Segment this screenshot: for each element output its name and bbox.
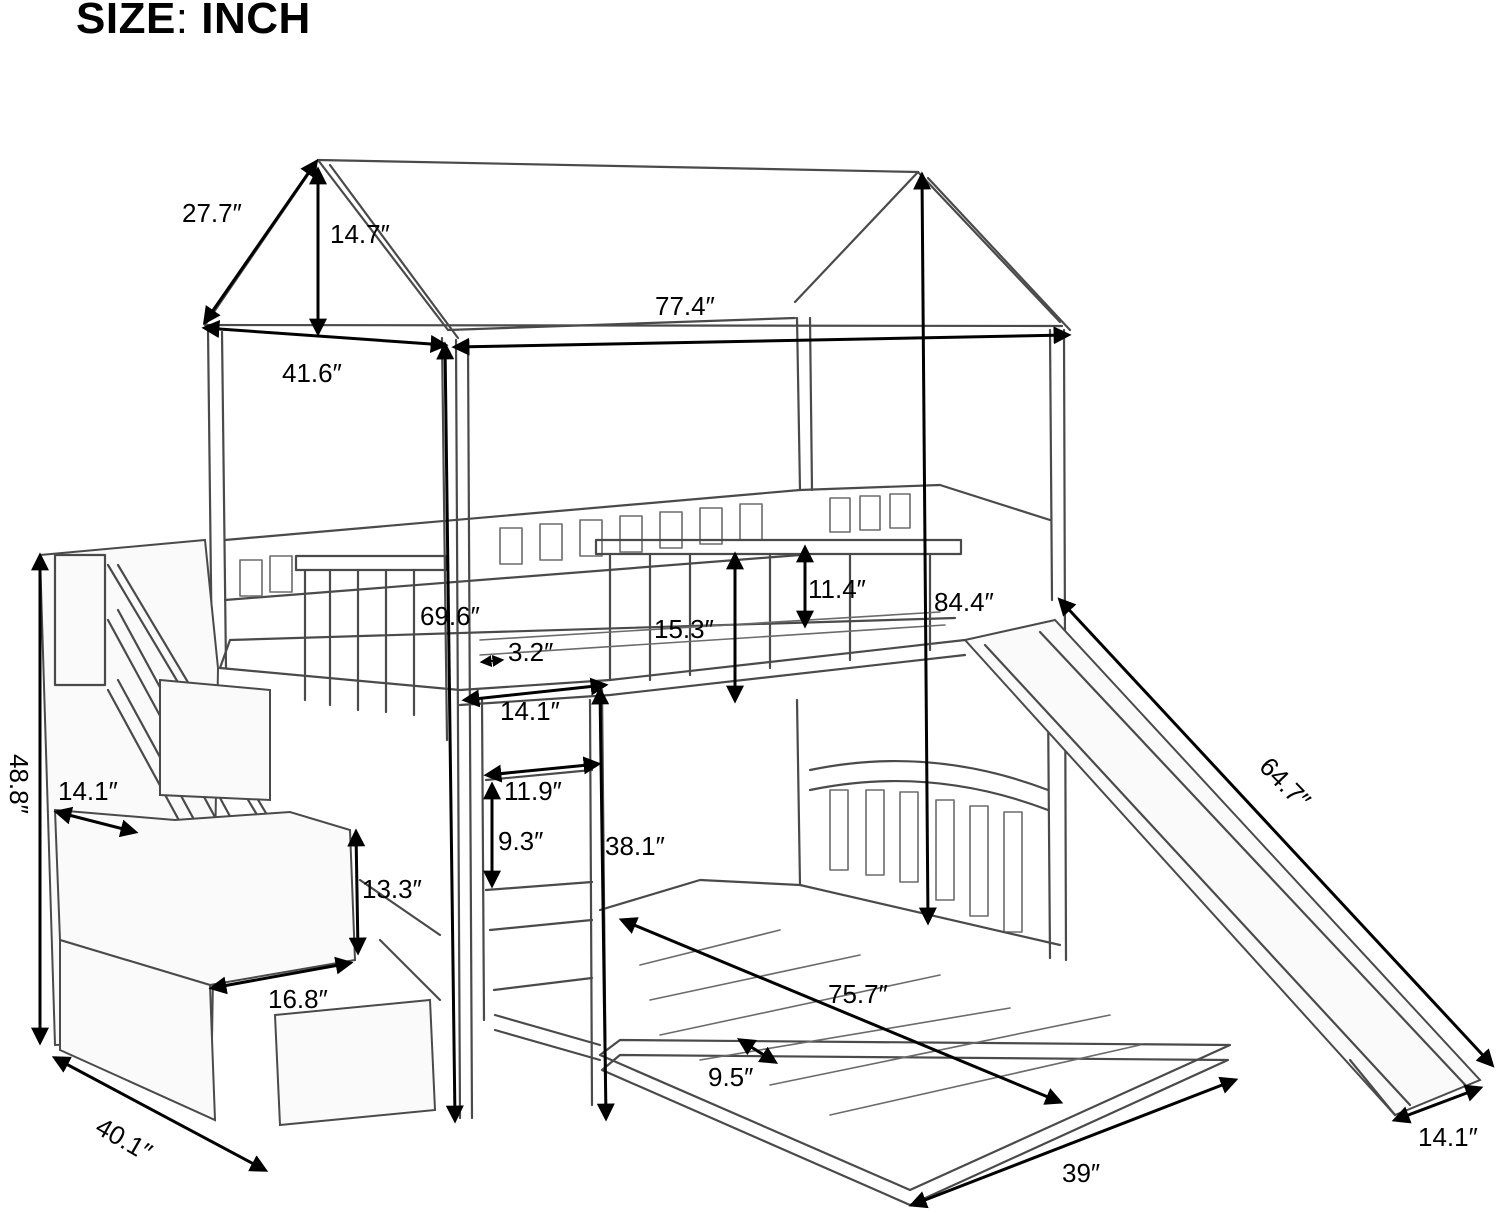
roof-frame — [203, 158, 1072, 340]
stair-step-depth-label: 14.1″ — [58, 776, 118, 806]
slide-width-label: 14.1″ — [1418, 1122, 1478, 1152]
slat-spacing-label: 9.5″ — [708, 1062, 753, 1092]
slat-spacing-arrow — [736, 1038, 779, 1064]
rail-gap-arrow — [479, 654, 505, 668]
stair-step-depth-arrow — [53, 806, 139, 838]
ladder-step-label: 9.3″ — [498, 826, 543, 856]
bed-posts — [206, 316, 1068, 1120]
ladder — [480, 688, 608, 1112]
stair-depth-label: 40.1″ — [91, 1111, 158, 1167]
slide — [963, 618, 1482, 1117]
top-width-arrow — [201, 320, 449, 353]
floor-bed-length-label: 75.7″ — [828, 979, 888, 1009]
stair-height-label: 48.8″ — [4, 754, 34, 814]
top-width-label: 41.6″ — [282, 358, 342, 388]
floor-bed-width-arrow — [908, 1076, 1239, 1209]
roof-height-label: 14.7″ — [330, 219, 390, 249]
roof-slope-arrow — [202, 159, 319, 325]
slide-width-arrow — [1391, 1084, 1484, 1124]
rail-height-label: 11.4″ — [808, 574, 866, 604]
post-height-arrow — [436, 341, 464, 1124]
total-height-arrow — [913, 171, 937, 926]
stair-depth-arrow — [51, 1056, 269, 1172]
top-length-label: 77.4″ — [655, 291, 715, 321]
post-height-label: 69.6″ — [420, 601, 480, 631]
ladder-height-label: 38.1″ — [605, 831, 665, 861]
size-title: SIZE: INCH — [76, 0, 311, 44]
staircase — [38, 538, 442, 1127]
slide-length-arrow — [1057, 597, 1495, 1068]
ladder-width-label: 11.9″ — [504, 776, 562, 806]
stair-step-height-label: 13.3″ — [362, 874, 422, 904]
floor-bed-width-label: 39″ — [1062, 1158, 1100, 1188]
stair-step-width-label: 16.8″ — [268, 984, 328, 1014]
ladder-top-width-label: 14.1″ — [500, 696, 560, 726]
guardrail-height-label: 15.3″ — [654, 614, 714, 644]
stair-step-height-arrow — [347, 828, 367, 956]
dimension-arrows — [31, 159, 1495, 1209]
rail-gap-label: 3.2″ — [508, 637, 553, 667]
ladder-width-arrow — [483, 756, 602, 783]
floor-bed-length-arrow — [618, 917, 1064, 1105]
roof-slope-label: 27.7″ — [182, 198, 242, 228]
ladder-height-arrow — [591, 686, 615, 1122]
total-height-label: 84.4″ — [934, 587, 994, 617]
unit-label: INCH — [201, 0, 311, 43]
slide-length-label: 64.7″ — [1254, 751, 1317, 815]
ladder-top-width-arrow — [461, 677, 609, 708]
size-label: SIZE — [76, 0, 176, 43]
top-length-arrow — [451, 326, 1072, 356]
dimension-labels: 27.7″ 14.7″ 77.4″ 41.6″ 69.6″ 3.2″ 15.3″… — [4, 198, 1478, 1188]
stair-step-width-arrow — [208, 956, 354, 995]
title-separator: : — [175, 0, 189, 43]
